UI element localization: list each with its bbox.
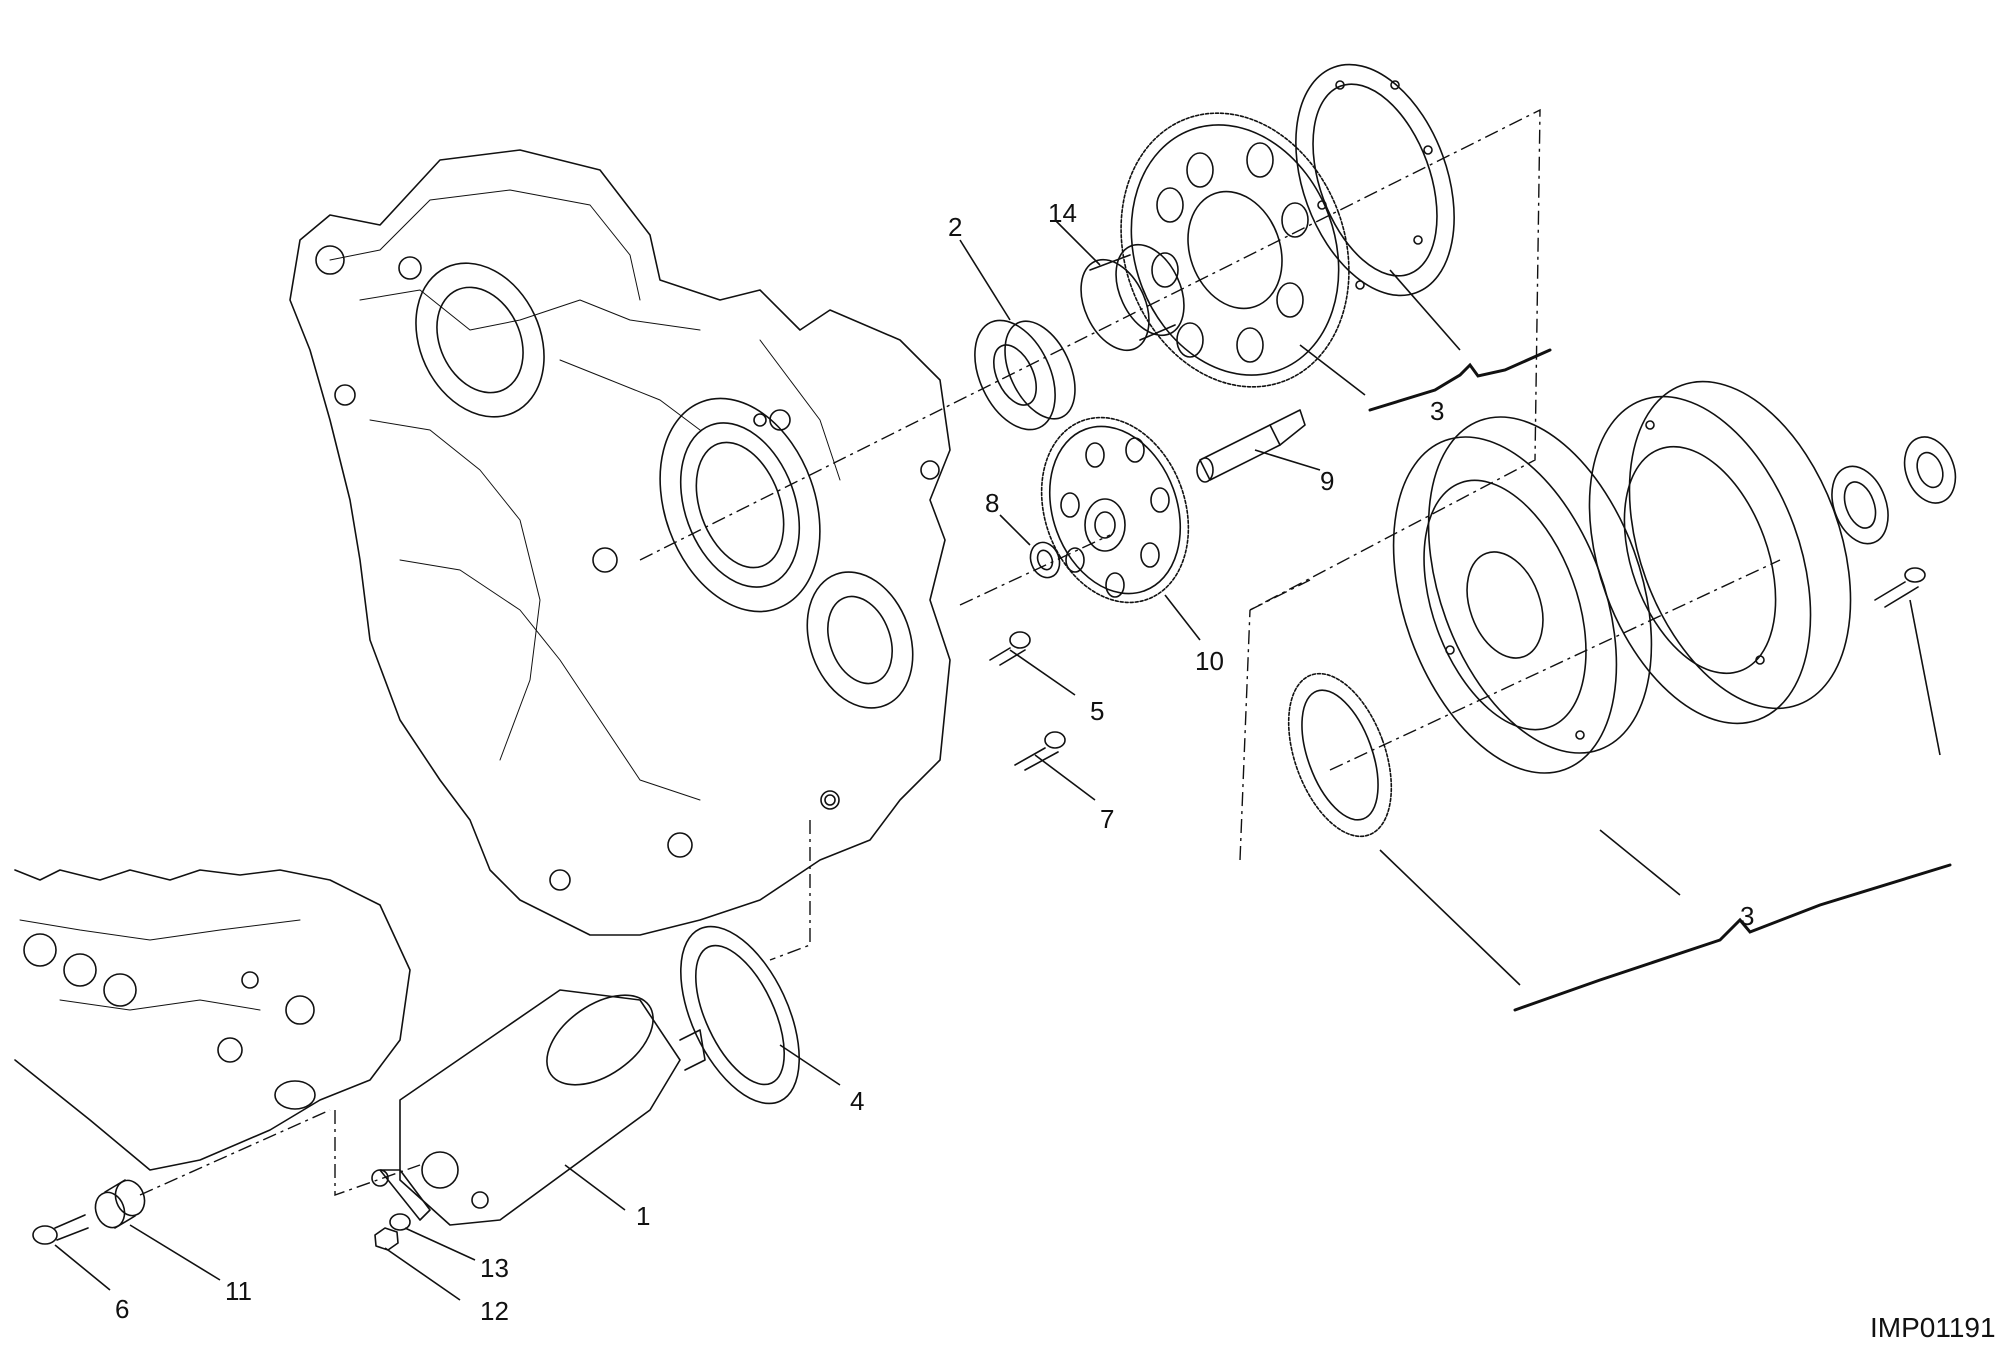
bolt-6 xyxy=(32,1214,89,1245)
callout-14: 14 xyxy=(1048,198,1077,228)
bolt-right xyxy=(1874,567,1926,608)
gasket-4 xyxy=(680,925,800,1105)
idler-gear-10 xyxy=(1040,416,1190,604)
callout-3-lower: 3 xyxy=(1740,901,1754,931)
callout-4: 4 xyxy=(850,1086,864,1116)
assembly-centre-lines xyxy=(139,108,1781,1196)
callout-7: 7 xyxy=(1100,804,1114,834)
washer-8 xyxy=(1029,541,1061,579)
screw-7 xyxy=(1014,731,1066,771)
callout-6: 6 xyxy=(115,1294,129,1324)
callout-2: 2 xyxy=(948,212,962,242)
callout-12: 12 xyxy=(480,1296,509,1326)
callout-11: 11 xyxy=(225,1276,252,1306)
bracket-3-lower xyxy=(1513,863,1952,1012)
callout-3-upper: 3 xyxy=(1430,396,1444,426)
callout-9: 9 xyxy=(1320,466,1334,496)
nut-right xyxy=(1903,436,1957,504)
callout-1: 1 xyxy=(636,1201,650,1231)
starter-motor xyxy=(371,989,706,1226)
nut-12 xyxy=(374,1227,399,1251)
seal-ring-2 xyxy=(974,319,1076,431)
engine-lower-left xyxy=(14,869,411,1171)
drawing-reference: IMP01191 xyxy=(1870,1312,1996,1343)
leader-lines xyxy=(54,219,1941,1301)
callout-13: 13 xyxy=(480,1253,509,1283)
starter-clutch-3-lower xyxy=(1287,380,1852,838)
screw-5 xyxy=(989,631,1031,666)
callout-5: 5 xyxy=(1090,696,1104,726)
callout-labels: 1 2 3 3 4 5 6 7 8 9 10 11 12 13 14 xyxy=(115,198,1754,1326)
crankcase-half xyxy=(289,149,951,936)
bracket-3-upper xyxy=(1368,348,1552,412)
ring-gear-3-upper xyxy=(1120,112,1350,388)
shaft-9 xyxy=(1196,409,1306,483)
washer-13 xyxy=(389,1213,411,1231)
spacer-11 xyxy=(94,1179,146,1229)
callout-8: 8 xyxy=(985,488,999,518)
flange-ring-3 xyxy=(1295,63,1455,297)
washer-right xyxy=(1831,465,1889,545)
callout-10: 10 xyxy=(1195,646,1224,676)
